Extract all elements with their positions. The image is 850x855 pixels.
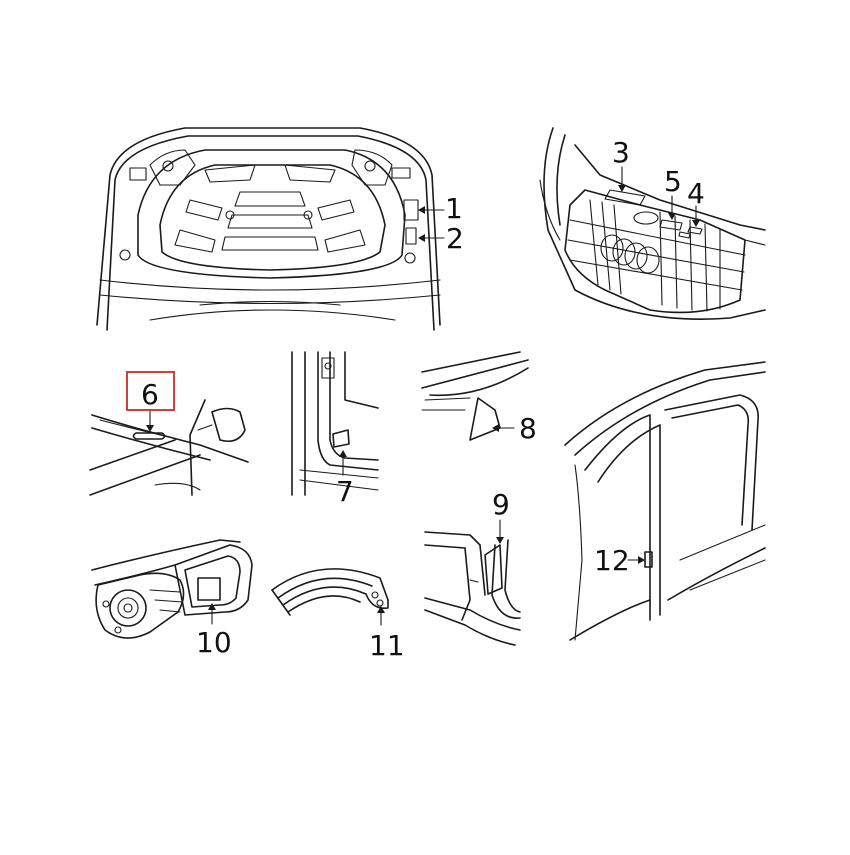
side-body-illustration — [564, 361, 766, 641]
arrowhead-9 — [496, 537, 504, 544]
hood-underside-illustration — [96, 127, 441, 331]
arrowhead-5 — [668, 213, 676, 220]
callout-1[interactable]: 1 — [445, 192, 463, 225]
leader-lines — [146, 166, 700, 626]
callout-9[interactable]: 9 — [492, 488, 510, 521]
arrowhead-3 — [618, 185, 626, 192]
callout-4[interactable]: 4 — [687, 177, 705, 210]
callout-5[interactable]: 5 — [664, 165, 682, 198]
front-grille-illustration — [539, 127, 766, 320]
arrowhead-2 — [418, 234, 425, 242]
arrowhead-11 — [377, 606, 385, 613]
arrowhead-10 — [208, 603, 216, 610]
callout-labels: 1 2 3 4 5 6 7 8 9 10 11 12 — [141, 136, 705, 662]
arrowhead-8 — [492, 424, 499, 432]
arrowhead-6 — [146, 425, 154, 432]
callout-6[interactable]: 6 — [141, 378, 159, 411]
arrowhead-1 — [418, 206, 425, 214]
callout-6-highlight-box — [126, 371, 175, 411]
arrowhead-12 — [638, 556, 645, 564]
callout-10[interactable]: 10 — [196, 626, 232, 659]
side-mirror-illustration — [89, 399, 249, 496]
callout-2[interactable]: 2 — [446, 222, 464, 255]
sill-illustration — [424, 531, 521, 646]
callout-7[interactable]: 7 — [336, 475, 354, 508]
callout-3[interactable]: 3 — [612, 136, 630, 169]
callout-8[interactable]: 8 — [519, 412, 537, 445]
b-pillar-illustration — [291, 351, 379, 496]
wheel-arch-liner-illustration — [271, 568, 389, 616]
door-frame-illustration — [421, 351, 529, 441]
arrowhead-4 — [692, 220, 700, 227]
arrowhead-7 — [339, 450, 347, 457]
fuel-door-illustration — [91, 539, 253, 639]
callout-11[interactable]: 11 — [369, 629, 405, 662]
callout-12[interactable]: 12 — [594, 544, 630, 577]
